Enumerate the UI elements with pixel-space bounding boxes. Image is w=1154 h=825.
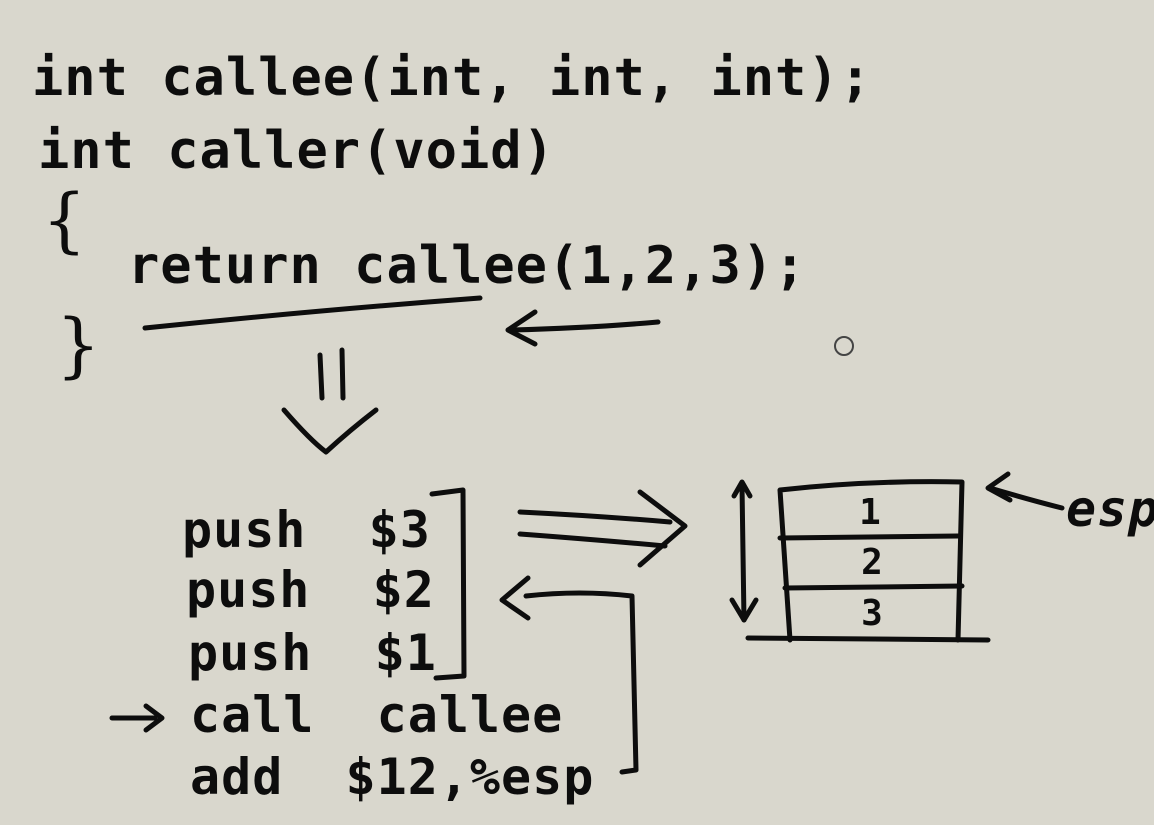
asm-push-3: push $3 bbox=[182, 501, 431, 559]
callee-declaration: int callee(int, int, int); bbox=[32, 48, 872, 108]
down-arrow-head bbox=[281, 407, 379, 455]
return-arrow-path bbox=[523, 590, 639, 775]
cursor-ring bbox=[834, 336, 854, 356]
double-arrow-head bbox=[637, 489, 688, 568]
asm-push-2: push $2 bbox=[186, 561, 435, 619]
double-arrow-top bbox=[517, 509, 673, 525]
stack-growth-arrow-bottom bbox=[729, 597, 759, 623]
stack-divider-1 bbox=[777, 533, 961, 541]
stack-outline bbox=[777, 479, 965, 643]
stack-divider-2 bbox=[782, 583, 965, 591]
asm-add-esp: add $12,%esp bbox=[190, 748, 595, 806]
caller-signature: int caller(void) bbox=[38, 121, 555, 181]
down-arrow-shaft-right bbox=[339, 347, 346, 401]
close-brace: } bbox=[56, 304, 102, 386]
left-arrow-head bbox=[505, 309, 538, 347]
down-arrow-shaft-left bbox=[317, 352, 325, 401]
return-statement: return callee(1,2,3); bbox=[128, 236, 807, 296]
double-arrow-bottom bbox=[517, 531, 668, 549]
return-arrow-head bbox=[499, 575, 531, 621]
open-brace: { bbox=[42, 179, 88, 261]
asm-call-callee: call callee bbox=[190, 686, 564, 744]
esp-arrow-shaft bbox=[987, 485, 1065, 511]
stack-cell-1: 1 bbox=[859, 492, 881, 533]
esp-arrow-head bbox=[985, 471, 1013, 503]
push-group-bracket bbox=[429, 487, 467, 681]
stack-growth-arrow-shaft bbox=[739, 483, 747, 623]
stack-cell-3: 3 bbox=[861, 593, 883, 634]
underline-stroke bbox=[142, 295, 483, 331]
stack-base bbox=[745, 635, 991, 643]
esp-label: esp bbox=[1066, 480, 1154, 538]
stack-cell-2: 2 bbox=[861, 542, 883, 583]
stack-growth-arrow-top bbox=[731, 479, 753, 499]
asm-push-1: push $1 bbox=[188, 624, 437, 682]
current-instruction-arrow-head bbox=[143, 703, 165, 733]
left-arrow-to-call-line bbox=[509, 319, 661, 333]
